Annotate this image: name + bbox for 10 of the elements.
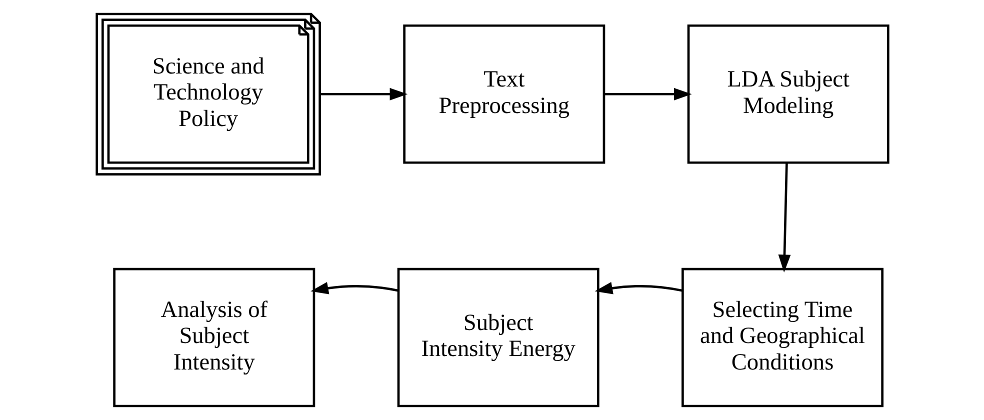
- node-box: Text Preprocessing: [402, 24, 605, 164]
- node-box: Subject Intensity Energy: [396, 268, 599, 408]
- node-box: LDA Subject Modeling: [686, 24, 889, 164]
- arrow: [319, 88, 408, 100]
- arrow: [778, 163, 790, 272]
- arrow: [310, 282, 398, 294]
- arrow: [604, 88, 692, 100]
- node-box: Selecting Time and Geographical Conditions: [681, 268, 883, 408]
- arrow: [594, 282, 682, 294]
- node-box: Analysis of Subject Intensity: [112, 268, 315, 408]
